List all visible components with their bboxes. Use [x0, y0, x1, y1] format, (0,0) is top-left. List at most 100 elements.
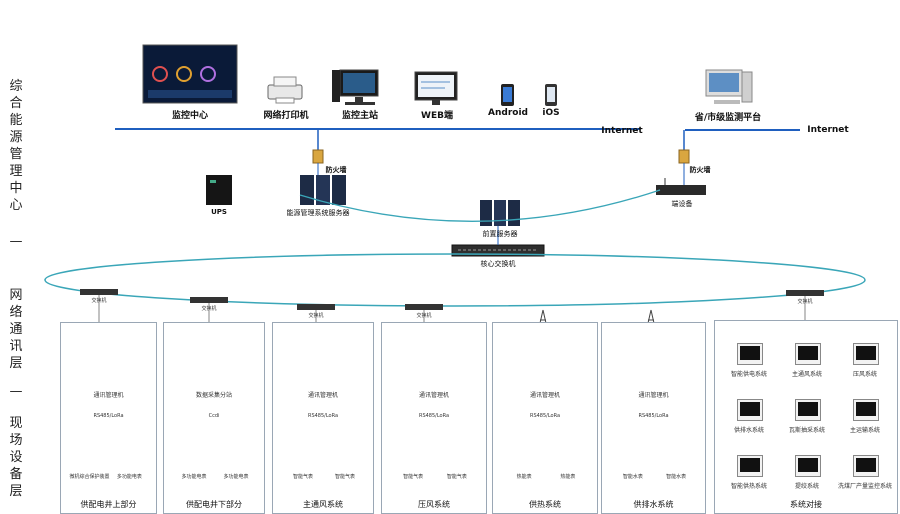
label-firewall-left: 防火墙 — [325, 166, 347, 174]
switch-label-5: 交换机 — [797, 299, 813, 305]
bus-label: RS485/LoRa — [529, 413, 561, 419]
bus-label: RS485/LoRa — [93, 413, 124, 419]
system-pc-icon — [853, 455, 879, 477]
panel-title: 供排水系统 — [633, 500, 674, 509]
panel-title: 供热系统 — [529, 500, 561, 509]
workstation-icon — [332, 69, 379, 105]
system-pc-screen — [740, 458, 760, 472]
label-internet-left: Internet — [601, 126, 643, 136]
system-pc-screen — [856, 346, 876, 360]
side-label-field-layer: 现场设备层 — [9, 416, 23, 499]
system-pc-icon — [795, 455, 821, 477]
system-item-label: 洗煤厂产量监控系统 — [837, 483, 893, 490]
label-web: WEB端 — [421, 111, 453, 121]
system-pc-icon — [853, 343, 879, 365]
bus-label: RS485/LoRa — [307, 413, 339, 419]
firewall-right-icon — [678, 149, 690, 164]
switch-icon-5 — [786, 290, 824, 296]
system-item-label: 主通风系统 — [791, 371, 823, 378]
label-ios: iOS — [542, 108, 560, 118]
gateway-label: 通讯管理机 — [307, 392, 339, 399]
device-label: 智能水表 — [622, 474, 643, 480]
system-item-label: 智能供热系统 — [730, 483, 768, 490]
switch-label-1: 交换机 — [91, 298, 107, 304]
android-phone-icon — [501, 84, 514, 106]
server-ring-arc — [299, 189, 661, 222]
system-item-label: 提绞系统 — [794, 483, 820, 490]
device-label: 智能水表 — [666, 474, 687, 480]
field-panel-1: 通讯管理机 RS485/LoRa 微机综合保护装置多功能电表供配电井上部分 — [60, 322, 157, 514]
system-pc-screen — [740, 346, 760, 360]
systems-panel-title: 系统对接 — [790, 500, 822, 509]
bus-label: Ccdi — [208, 413, 220, 419]
label-monitor-center: 监控中心 — [171, 111, 209, 121]
ios-phone-icon — [545, 84, 557, 106]
side-separator-1: — — [9, 234, 23, 249]
device-label: 多功能电表 — [116, 474, 142, 480]
side-label-management-center: 综合能源管理中心 — [9, 79, 23, 213]
system-pc-screen — [798, 346, 818, 360]
label-energy-server: 能源管理系统服务器 — [286, 209, 350, 217]
system-pc-screen — [798, 458, 818, 472]
gateway-label: 通讯管理机 — [418, 392, 450, 399]
label-android: Android — [488, 108, 528, 118]
switch-label-3: 交换机 — [308, 313, 324, 319]
label-gateway: 端设备 — [671, 200, 693, 208]
gateway-label: 通讯管理机 — [93, 392, 124, 399]
device-label: 微机综合保护装置 — [69, 474, 110, 480]
label-ups: UPS — [211, 208, 227, 216]
panel-title: 主通风系统 — [303, 500, 343, 509]
switch-icon-2 — [190, 297, 228, 303]
gateway-label: 通讯管理机 — [529, 392, 561, 399]
gateway-label: 数据采集分站 — [195, 392, 233, 399]
panel-title: 压风系统 — [418, 500, 450, 509]
ups-icon — [206, 175, 232, 205]
panel-title: 供配电井下部分 — [186, 500, 242, 509]
system-pc-icon — [737, 399, 763, 421]
system-pc-screen — [740, 402, 760, 416]
system-pc-icon — [853, 399, 879, 421]
switch-label-4: 交换机 — [416, 313, 432, 319]
field-panel-4: 通讯管理机 RS485/LoRa 智能气表 智能气表压风系统 — [381, 322, 487, 514]
system-item-label: 压风系统 — [852, 371, 878, 378]
label-monitor-station: 监控主站 — [341, 111, 379, 121]
system-pc-screen — [856, 458, 876, 472]
label-provincial-platform: 省/市级监测平台 — [694, 113, 762, 123]
label-core-switch: 核心交换机 — [480, 260, 516, 268]
field-panel-6: 通讯管理机 RS485/LoRa 智能水表 智能水表供排水系统 — [601, 322, 706, 514]
device-label: 热能表 — [516, 474, 532, 480]
device-label: 智能气表 — [292, 474, 314, 480]
label-network-printer: 网络打印机 — [263, 111, 309, 121]
energy-server-icon — [300, 175, 346, 205]
field-panel-5: 通讯管理机 RS485/LoRa 热能表 热能表供热系统 — [492, 322, 598, 514]
printer-icon — [267, 76, 303, 104]
label-firewall-right: 防火墙 — [689, 166, 711, 174]
device-label: 多功能电表 — [181, 474, 207, 480]
bus-label: RS485/LoRa — [638, 413, 669, 419]
side-label-network-layer: 网络通讯层 — [9, 288, 23, 371]
switch-icon-3 — [297, 304, 335, 310]
bus-label: RS485/LoRa — [418, 413, 450, 419]
device-label: 智能气表 — [403, 474, 424, 480]
network-ring — [44, 253, 866, 307]
label-internet-right: Internet — [807, 125, 849, 135]
panel-title: 供配电井上部分 — [80, 500, 137, 509]
system-item-label: 智能供电系统 — [730, 371, 768, 378]
provincial-pc-icon — [705, 69, 753, 104]
switch-icon-4 — [405, 304, 443, 310]
label-front-server: 前置服务器 — [482, 230, 518, 238]
firewall-left-icon — [312, 149, 324, 164]
system-item-label: 供排水系统 — [733, 427, 765, 434]
device-label: 智能气表 — [446, 474, 467, 480]
device-label: 热能表 — [560, 474, 576, 480]
system-pc-screen — [856, 402, 876, 416]
system-item-label: 瓦斯抽采系统 — [788, 427, 826, 434]
system-item-label: 主运输系统 — [849, 427, 881, 434]
web-monitor-icon — [414, 71, 458, 105]
gateway-label: 通讯管理机 — [638, 392, 669, 399]
system-pc-screen — [798, 402, 818, 416]
gateway-device-icon — [656, 178, 706, 195]
